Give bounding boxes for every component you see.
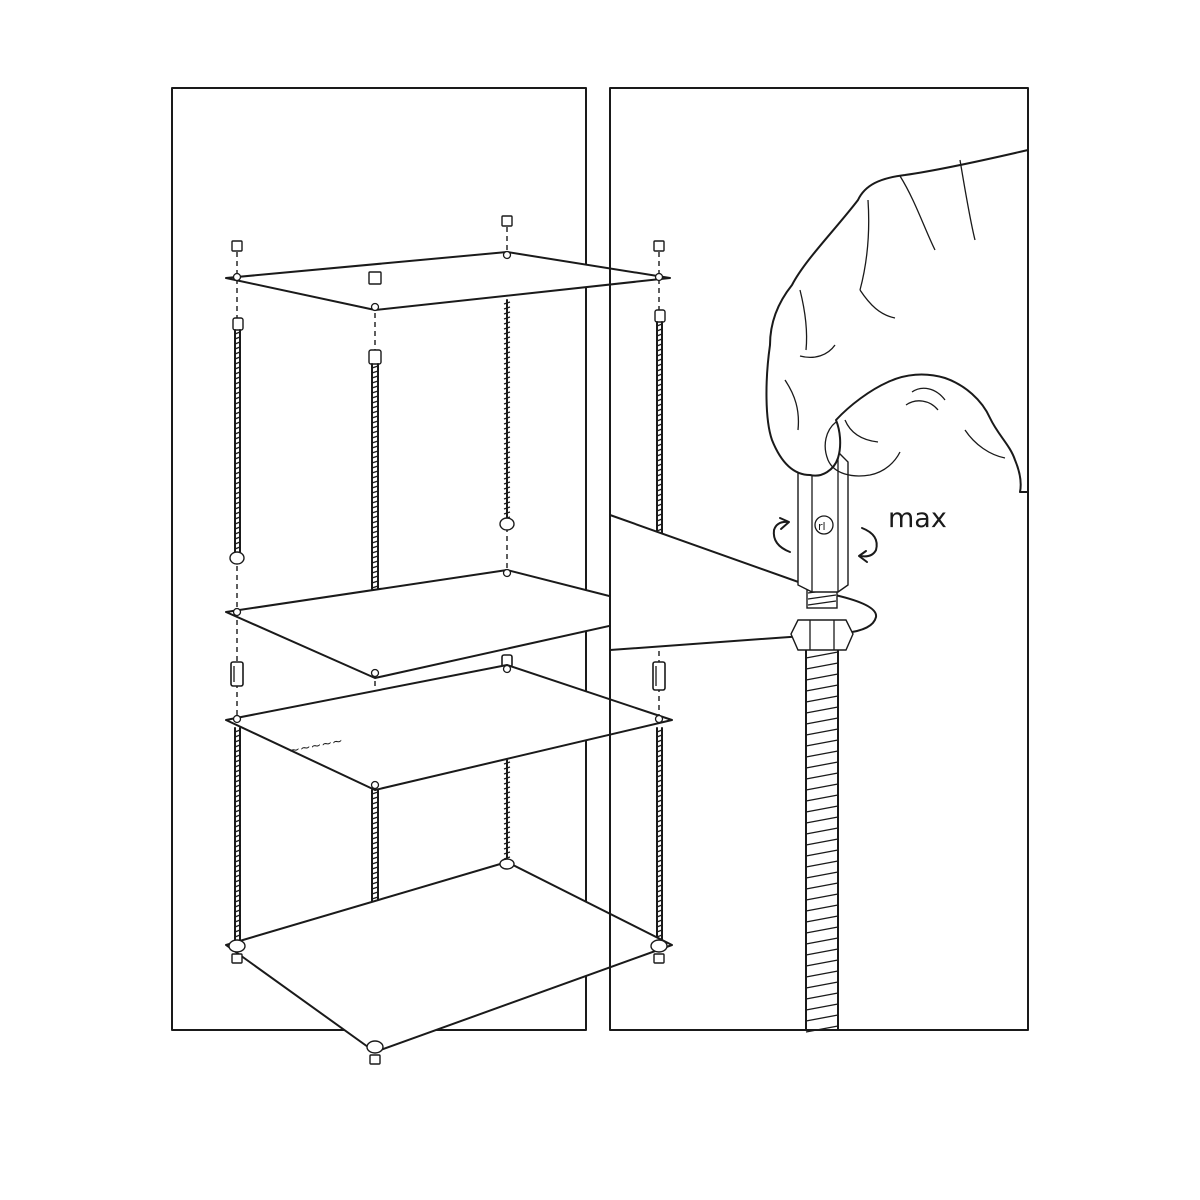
rotate-right-arrow-icon: [858, 527, 878, 563]
right-panel: rl max: [609, 87, 1029, 1033]
lower-shelf-plate: ~~~~~: [225, 664, 673, 791]
coupler-logo: rl: [818, 520, 826, 533]
middle-shelf-plate: [225, 568, 673, 679]
torque-label: max: [888, 503, 947, 534]
threaded-rod-closeup: [805, 639, 839, 1033]
threaded-rod-rear-top: [503, 299, 511, 521]
left-panel: ~~~~~: [171, 87, 673, 1065]
rotate-left-arrow-icon: [772, 517, 791, 553]
top-shelf-plate: [225, 250, 671, 312]
threaded-rods-upper: [229, 309, 667, 640]
coupler-logo-badge: [814, 515, 834, 535]
bottom-shelf-plate: [225, 858, 673, 1065]
hex-nut-closeup: [790, 619, 854, 651]
cap-nuts-top: [231, 215, 665, 285]
hand-illustration: [765, 149, 1029, 493]
